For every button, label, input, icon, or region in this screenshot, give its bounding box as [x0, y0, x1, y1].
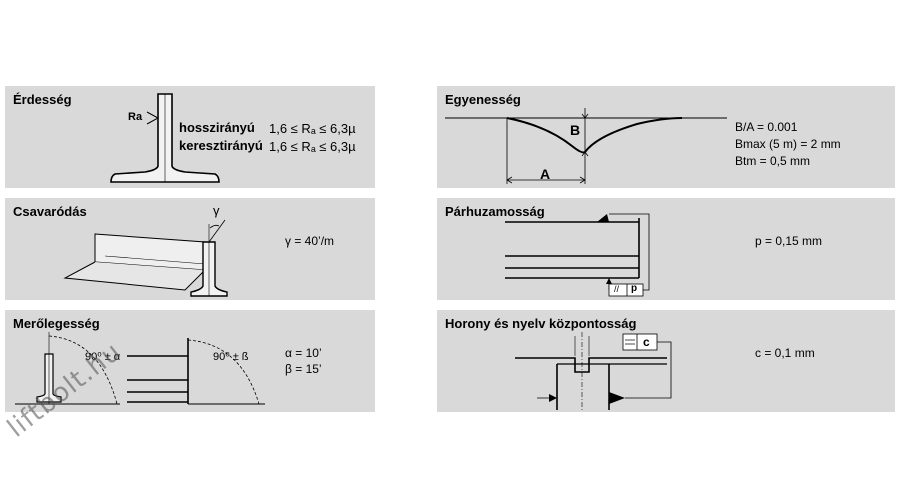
- btm-value: Btm = 0,5 mm: [735, 154, 811, 168]
- concentricity-value: c = 0,1 mm: [755, 346, 815, 360]
- bmax-value: Bmax (5 m) = 2 mm: [735, 137, 841, 151]
- label-a: A: [540, 166, 551, 182]
- alpha-value: α = 10’: [285, 346, 322, 360]
- parallel-symbol: //: [614, 284, 620, 294]
- parallelism-value: p = 0,15 mm: [755, 234, 823, 248]
- alpha-angle-label: 90⁰ ± α: [85, 351, 121, 363]
- beta-value: β = 15’: [285, 362, 322, 376]
- label-b: B: [570, 122, 581, 138]
- parallelism-title: Párhuzamosság: [445, 204, 545, 219]
- transverse-label: keresztirányú: [179, 138, 263, 153]
- longitudinal-value: 1,6 ≤ Rₐ ≤ 6,3µ: [269, 121, 356, 136]
- tolerance-letter-c: c: [643, 335, 650, 349]
- ra-label: Ra: [128, 111, 143, 123]
- ba-ratio-value: B/A = 0.001: [735, 120, 798, 134]
- parallelism-panel: Párhuzamosság // p p = 0,15 mm: [437, 198, 895, 300]
- straightness-diagram: [445, 108, 727, 184]
- symmetry-symbol: ⌯: [626, 335, 632, 345]
- parallel-tolerance-letter: p: [631, 283, 638, 294]
- perpendicularity-panel: Merőlegesség 90⁰ ± α 90⁰ ± ß α = 10’ β =…: [5, 310, 375, 412]
- perpendicularity-title: Merőlegesség: [13, 316, 100, 331]
- twist-title: Csavaródás: [13, 204, 87, 219]
- straightness-panel: Egyenesség B A B/A = 0.001 Bmax (5 m) = …: [437, 86, 895, 188]
- tongue-groove-title: Horony és nyelv központosság: [445, 316, 637, 331]
- roughness-panel: Érdesség Ra hosszirányú 1,6 ≤ Rₐ ≤ 6,3µ …: [5, 86, 375, 188]
- longitudinal-label: hosszirányú: [179, 120, 255, 135]
- straightness-title: Egyenesség: [445, 92, 521, 107]
- beta-angle-label: 90⁰ ± ß: [213, 351, 249, 363]
- transverse-value: 1,6 ≤ Rₐ ≤ 6,3µ: [269, 139, 356, 154]
- twisted-rail-diagram: [63, 219, 228, 297]
- twist-panel: Csavaródás γ γ = 40’/m: [5, 198, 375, 300]
- gamma-label: γ: [213, 203, 220, 218]
- rail-profile-diagram: [110, 93, 220, 183]
- tongue-groove-panel: Horony és nyelv központosság c ⌯ c = 0,1…: [437, 310, 895, 412]
- tongue-groove-diagram: [515, 332, 672, 410]
- twist-value: γ = 40’/m: [285, 234, 335, 248]
- perpendicularity-diagram: [15, 332, 265, 405]
- roughness-title: Érdesség: [13, 92, 72, 107]
- parallelism-diagram: [505, 213, 650, 297]
